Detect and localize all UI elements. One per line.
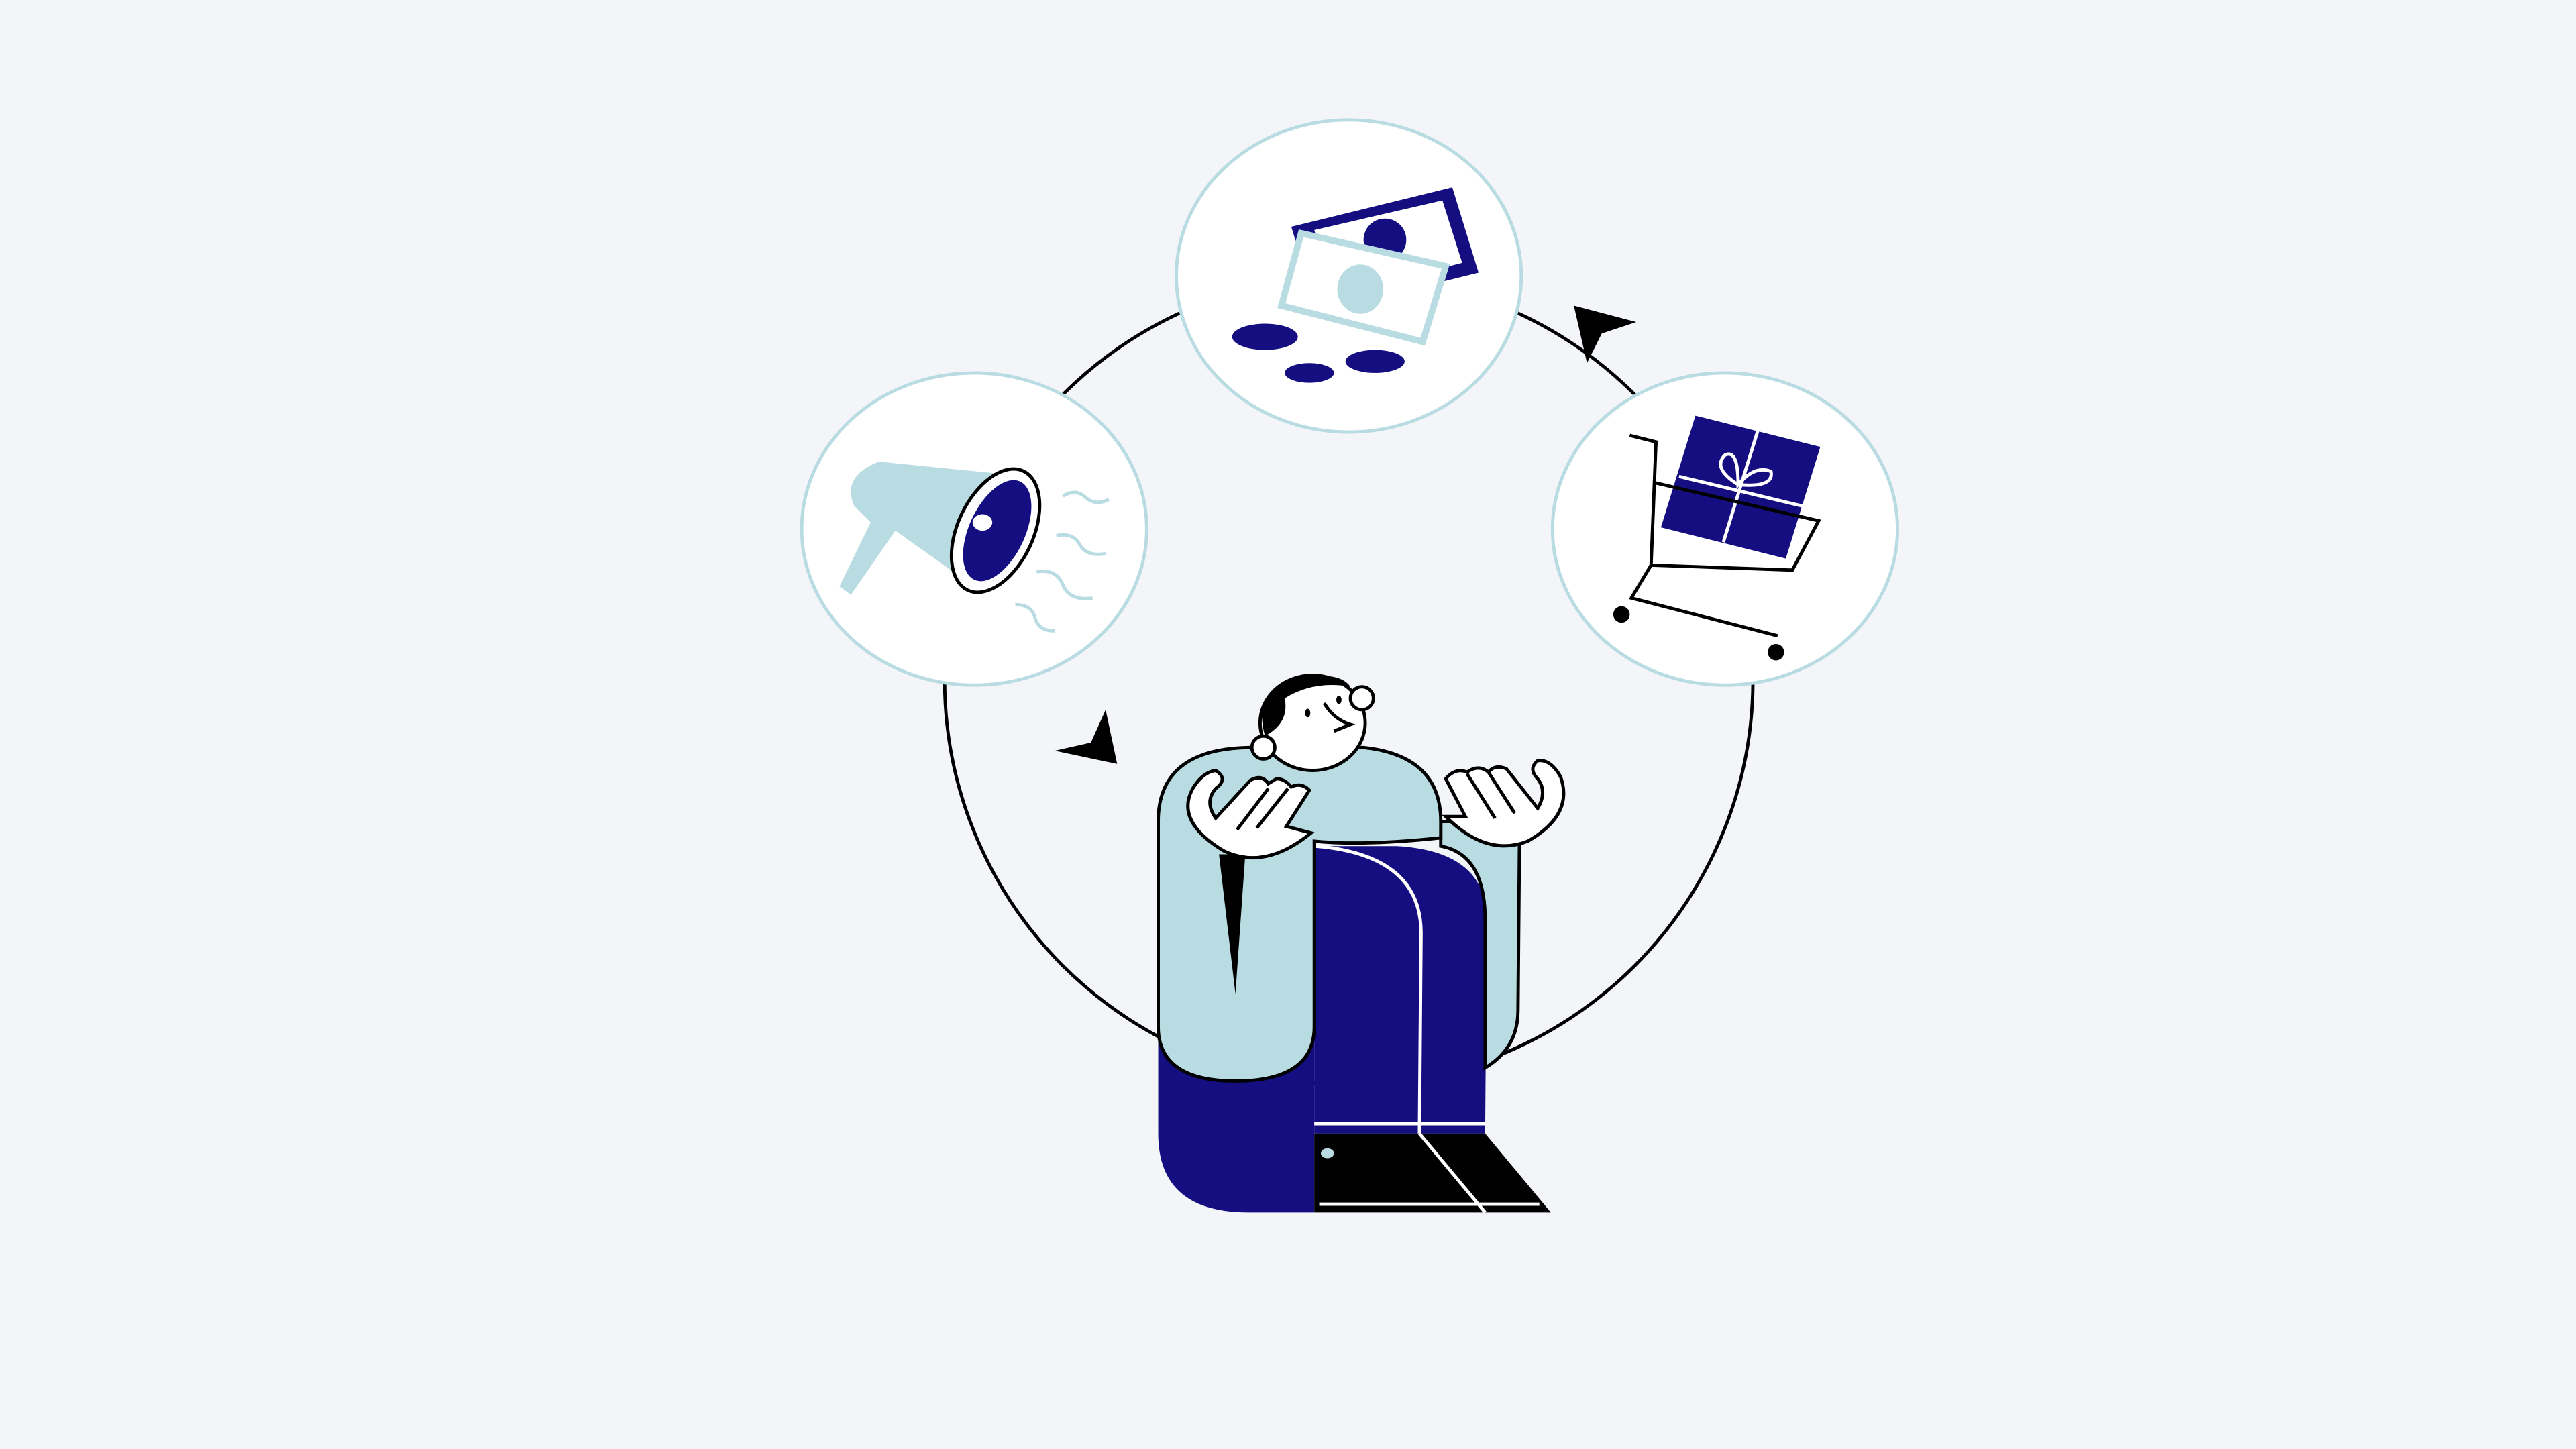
person-head: [1250, 674, 1375, 773]
money-bubble: [1175, 118, 1523, 434]
person-right-arm: [1439, 820, 1521, 1071]
person-right-leg: [1314, 846, 1487, 1134]
money-icon: [1232, 187, 1479, 383]
cart-bubble: [1550, 371, 1900, 687]
arrow-left-icon: [1055, 709, 1118, 764]
megaphone-bubble: [800, 371, 1148, 687]
person-shoes: [1314, 1132, 1551, 1214]
person: [1157, 674, 1566, 1214]
megaphone-icon: [839, 462, 1110, 633]
arrow-right-icon: [1574, 305, 1637, 364]
person-right-hand: [1442, 759, 1566, 848]
shopping-cart-gift-icon: [1613, 415, 1821, 661]
